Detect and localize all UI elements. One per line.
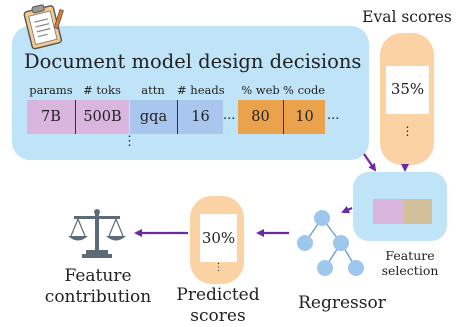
- header-toks: # toks: [83, 83, 121, 97]
- cell-code: 10: [283, 100, 325, 134]
- rows-vdots: ⋮: [123, 134, 136, 149]
- feature-selection-line2: selection: [381, 263, 439, 278]
- header-web: % web: [241, 83, 280, 97]
- clipboard-icon: [23, 4, 64, 50]
- feature-contribution-line2: contribution: [44, 287, 152, 307]
- cell-params: 7B: [27, 100, 75, 134]
- selected-feature-purple: [373, 199, 403, 224]
- predicted-scores-line2: scores: [190, 306, 246, 326]
- regressor-label: Regressor: [298, 293, 386, 313]
- regressor-tree-icon: [297, 210, 364, 276]
- header-params: params: [29, 83, 73, 97]
- feature-selection-line1: Feature: [385, 248, 435, 263]
- predicted-scores-line1: Predicted: [176, 285, 260, 305]
- header-heads: # heads: [177, 83, 225, 97]
- cell-toks: 500B: [75, 100, 129, 134]
- predicted-scores-card: [200, 214, 237, 262]
- predicted-scores-label: Predicted scores: [168, 285, 268, 327]
- balance-scale-icon: [68, 209, 126, 258]
- header-attn: attn: [141, 83, 165, 97]
- cell-attn: gqa: [130, 100, 177, 134]
- header-code: % code: [283, 83, 326, 97]
- row-ellipsis-end: ...: [327, 108, 340, 123]
- cell-heads: 16: [177, 100, 223, 134]
- feature-contribution-line1: Feature: [64, 266, 132, 286]
- arrow-selection-to-regressor: [341, 205, 353, 214]
- row-ellipsis-mid: ...: [223, 108, 236, 123]
- panel-title: Document model design decisions: [24, 50, 362, 73]
- eval-scores-card: [386, 66, 429, 114]
- predicted-scores-value: 30%: [201, 229, 236, 247]
- eval-scores-value: 35%: [390, 80, 425, 98]
- arrow-panel-to-selection: [363, 153, 377, 172]
- feature-selection-label: Feature selection: [368, 248, 452, 278]
- cell-web: 80: [238, 100, 283, 134]
- predicted-scores-vdots: ⋮: [213, 262, 224, 273]
- eval-scores-label: Eval scores: [362, 8, 452, 26]
- feature-contribution-label: Feature contribution: [40, 266, 156, 308]
- eval-scores-vdots: ⋮: [401, 124, 414, 138]
- selected-feature-tan: [403, 199, 432, 224]
